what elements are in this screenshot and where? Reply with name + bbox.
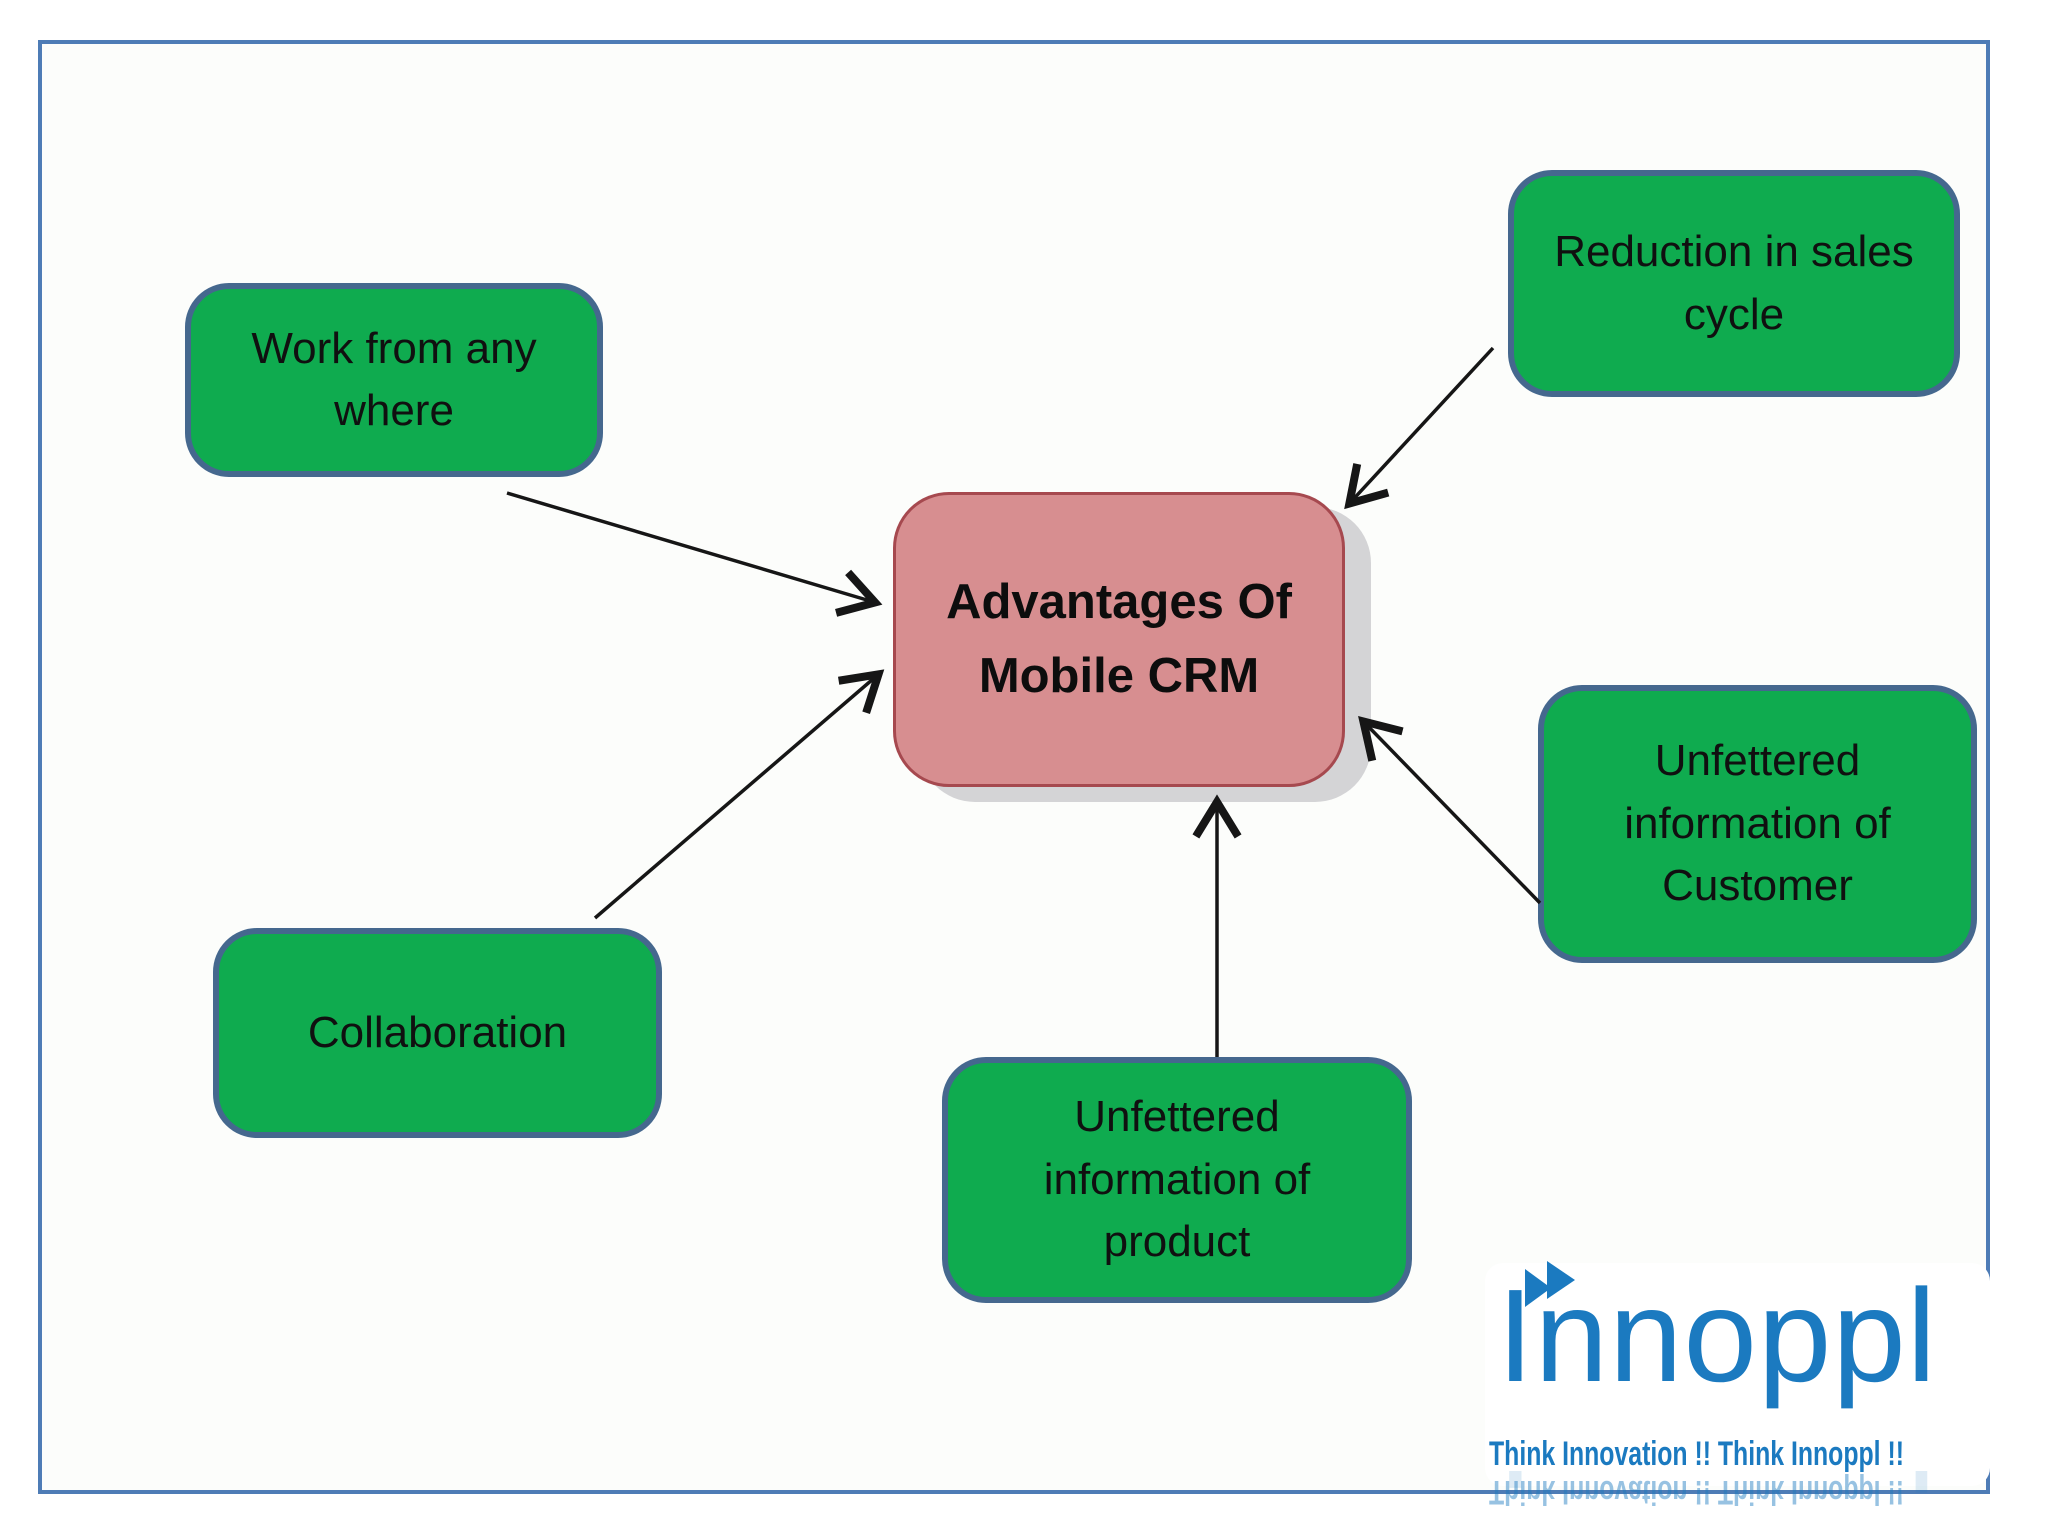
node-advantages-mobile-crm: Advantages Of Mobile CRM — [893, 492, 1345, 787]
logo-tagline: Think Innovation !! Think Innoppl !! — [1489, 1435, 1904, 1473]
node-label: Work from any where — [251, 323, 537, 435]
center-label-line1: Advantages Of — [946, 575, 1292, 629]
node-unfettered-product: Unfettered information of product — [942, 1057, 1412, 1303]
fast-forward-icon — [1525, 1261, 1575, 1307]
node-label: Reduction in sales cycle — [1554, 227, 1914, 339]
node-unfettered-customer: Unfettered information of Customer — [1538, 685, 1977, 963]
center-node-label: Advantages Of Mobile CRM — [946, 566, 1292, 713]
center-label-line2: Mobile CRM — [978, 648, 1260, 703]
node-reduction-sales-cycle: Reduction in sales cycle — [1508, 170, 1960, 397]
node-label: Unfettered information of Customer — [1624, 736, 1891, 911]
logo-brand-text: Innoppl — [1497, 1262, 1938, 1409]
node-collaboration: Collaboration — [213, 928, 662, 1138]
node-label: Unfettered information of product — [1043, 1092, 1311, 1267]
node-label: Collaboration — [307, 1007, 568, 1057]
node-work-from-anywhere: Work from any where — [185, 283, 603, 477]
innoppl-logo: Innoppl Think Innovation !! Think Innopp… — [1485, 1261, 1990, 1486]
